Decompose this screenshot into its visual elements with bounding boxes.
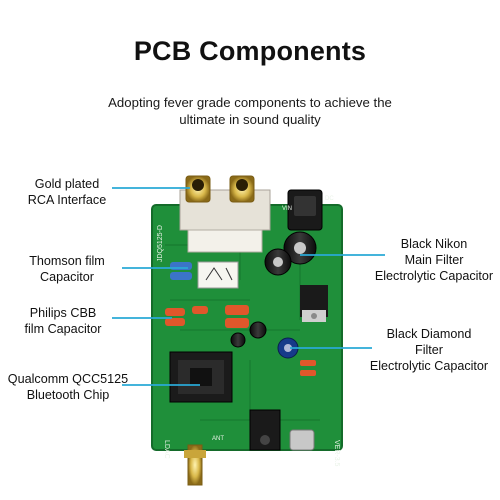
callout-nikon-line1: Black Nikon <box>400 237 468 251</box>
callout-thomson-line1: Thomson film <box>29 254 105 268</box>
callout-thomson: Thomson film Capacitor <box>8 253 126 285</box>
callout-nikon-line3: Electrolytic Capacitor <box>374 269 494 283</box>
callout-diamond: Black Diamond Filter Electrolytic Capaci… <box>362 326 496 374</box>
philips-cbb-capacitors <box>165 305 249 328</box>
callout-diamond-line1: Black Diamond <box>386 327 472 341</box>
callout-nikon-line2: Main Filter <box>404 253 464 267</box>
usb-c-port <box>289 429 315 451</box>
callout-rca-line1: Gold plated <box>34 177 100 191</box>
callout-leaders <box>112 187 385 386</box>
silk-ldac: LDAC <box>163 440 170 459</box>
silk-ver: VER-3.5 <box>333 440 340 467</box>
callout-philips-line2: film Capacitor <box>24 322 102 336</box>
callout-rca: Gold plated RCA Interface <box>8 176 126 208</box>
silk-vin: VIN <box>282 206 292 212</box>
rca-connectors <box>179 175 271 253</box>
page-subtitle: Adopting fever grade components to achie… <box>108 95 392 127</box>
callout-philips-line1: Philips CBB <box>29 306 97 320</box>
silk-dc: DC <box>325 196 334 202</box>
callout-qualcomm-line2: Bluetooth Chip <box>26 388 110 402</box>
callout-philips: Philips CBB film Capacitor <box>4 305 122 337</box>
callout-nikon: Black Nikon Main Filter Electrolytic Cap… <box>372 236 496 284</box>
relay-block <box>197 261 239 289</box>
silk-ant: ANT <box>212 436 224 442</box>
silk-model: JDQ5125-D <box>157 225 164 262</box>
callout-qualcomm-line1: Qualcomm QCC5125 <box>7 372 129 386</box>
callout-diamond-line3: Electrolytic Capacitor <box>369 359 489 373</box>
bluetooth-module <box>169 351 233 403</box>
callout-thomson-line2: Capacitor <box>40 270 94 284</box>
callout-diamond-line2: Filter <box>415 343 443 357</box>
page-title: PCB Components <box>133 36 367 66</box>
callout-rca-line2: RCA Interface <box>27 193 107 207</box>
callout-qualcomm: Qualcomm QCC5125 Bluetooth Chip <box>4 371 132 403</box>
